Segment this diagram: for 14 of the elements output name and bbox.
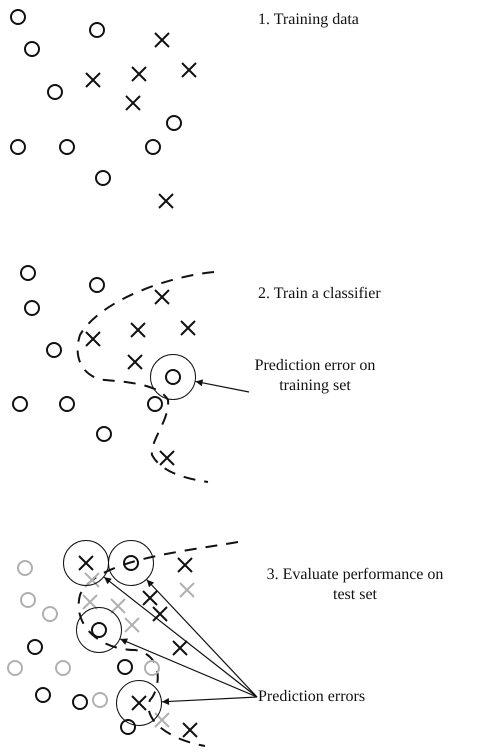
step-heading: 3. Evaluate performance on test set	[266, 565, 444, 605]
step-heading: 2. Train a classifier	[258, 284, 382, 304]
error-circle	[108, 540, 154, 586]
error-circle	[150, 354, 196, 400]
step-heading: 1. Training data	[258, 10, 360, 30]
leader-arrow	[146, 579, 258, 698]
callout-text: Prediction errors	[258, 687, 398, 707]
leader-arrow	[195, 379, 250, 393]
error-circle	[63, 540, 109, 586]
error-circle	[116, 680, 162, 726]
leader-arrow	[120, 638, 258, 698]
error-circle	[76, 607, 122, 653]
leader-arrow	[162, 696, 258, 705]
callout-text: Prediction error on training set	[250, 356, 380, 396]
